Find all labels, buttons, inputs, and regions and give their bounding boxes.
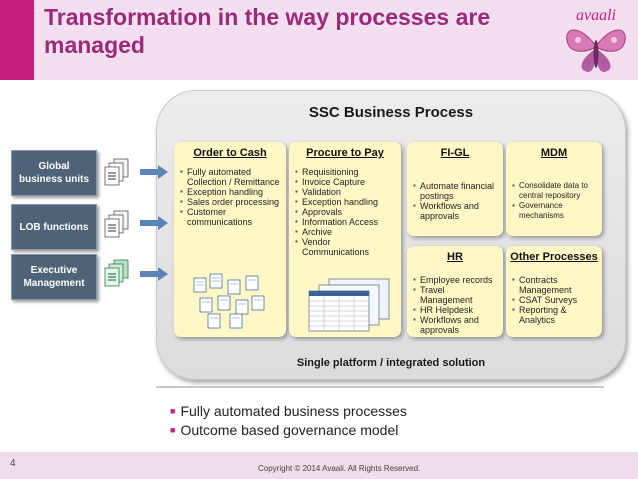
footer-band (0, 452, 638, 479)
document-stack-green-icon (104, 259, 129, 287)
box-title: HR (447, 251, 463, 263)
box-order-to-cash: Order to Cash Fully automated Collection… (174, 142, 286, 337)
box-other-processes: Other Processes Contracts Management CSA… (506, 246, 602, 337)
box-mdm: MDM Consolidate data to central reposito… (506, 142, 602, 236)
list-item: Invoice Capture (295, 177, 397, 187)
box-title: FI-GL (440, 147, 470, 159)
bullet-item: ■Fully automated business processes (170, 403, 407, 419)
document-stack-icon (104, 158, 129, 186)
page-number: 4 (10, 458, 16, 469)
documents-cluster-icon (193, 273, 265, 329)
list-item: Sales order processing (180, 197, 282, 207)
box-hr: HR Employee records Travel Management HR… (407, 246, 503, 337)
ssc-panel-title: SSC Business Process (308, 104, 474, 121)
side-lob-functions: LOB functions (11, 204, 97, 250)
list-item: Validation (295, 187, 397, 197)
list-item: Automate financial postings (413, 181, 499, 201)
list-item: Travel Management (413, 285, 499, 305)
list-item: CSAT Surveys (512, 295, 598, 305)
list-item: Requisitioning (295, 167, 397, 177)
list-item: Consolidate data to central repository (512, 181, 598, 201)
side-executive-management: Executive Management (11, 254, 97, 300)
list-item: Reporting & Analytics (512, 305, 598, 325)
arrow-right-icon (140, 267, 168, 281)
list-item: Workflows and approvals (413, 315, 499, 335)
arrow-right-icon (140, 216, 168, 230)
document-stack-icon (104, 210, 129, 238)
box-procure-to-pay: Procure to Pay Requisitioning Invoice Ca… (289, 142, 401, 337)
list-item: Fully automated Collection / Remittance (180, 167, 282, 187)
list-item: Exception handling (180, 187, 282, 197)
list-item: Exception handling (295, 197, 397, 207)
logo-wordmark: avaali (576, 7, 616, 24)
header-band (0, 0, 638, 80)
divider (156, 386, 604, 388)
summary-bullets: ■Fully automated business processes ■Out… (170, 402, 407, 440)
page-title: Transformation in the way processes are … (44, 4, 491, 58)
box-title: Other Processes (510, 251, 598, 263)
list-item: Workflows and approvals (413, 201, 499, 221)
header-accent-bar (0, 0, 34, 80)
box-title: MDM (540, 147, 568, 159)
avaali-logo: avaali (566, 7, 626, 72)
list-item: HR Helpdesk (413, 305, 499, 315)
list-item: Employee records (413, 275, 499, 285)
list-item: Approvals (295, 207, 397, 217)
list-item: Governance mechanisms (512, 201, 598, 221)
list-item: Information Access (295, 217, 397, 227)
box-title: Order to Cash (193, 147, 267, 159)
bullet-item: ■Outcome based governance model (170, 422, 399, 438)
list-item: Customer communications (180, 207, 282, 227)
copyright-text: Copyright © 2014 Avaali. All Rights Rese… (258, 464, 421, 473)
arrow-right-icon (140, 165, 168, 179)
list-item: Contracts Management (512, 275, 598, 295)
spreadsheets-icon (308, 278, 390, 332)
ssc-panel-footer: Single platform / integrated solution (296, 357, 486, 369)
list-item: Vendor Communications (295, 237, 397, 257)
side-global-business-units: Global business units (11, 150, 97, 196)
list-item: Archive (295, 227, 397, 237)
box-fi-gl: FI-GL Automate financial postings Workfl… (407, 142, 503, 236)
box-title: Procure to Pay (306, 147, 384, 159)
